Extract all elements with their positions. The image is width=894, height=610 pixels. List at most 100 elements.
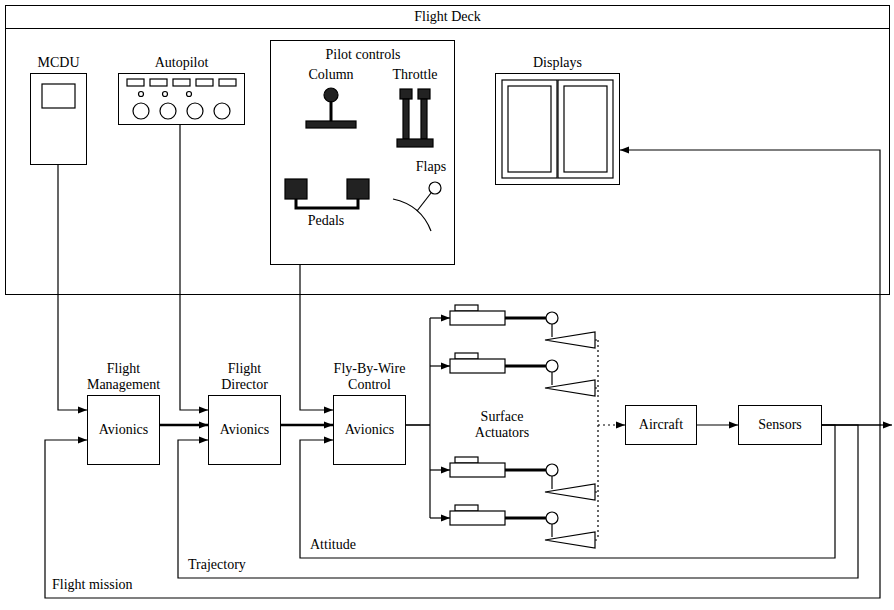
control-label: Pedals (308, 213, 345, 229)
actuator-rod (505, 365, 546, 368)
connector-line (598, 424, 625, 425)
signal-label: Trajectory (186, 557, 248, 573)
mode-button (219, 79, 236, 86)
group-heading: Pilot controls (325, 47, 400, 63)
branch-arrow (430, 469, 450, 470)
actuator-cylinder (450, 311, 505, 325)
screen-area (564, 86, 607, 172)
box-label: Sensors (758, 417, 802, 433)
surface-link-dotted (597, 340, 598, 540)
block-heading: Flight Director (205, 361, 285, 393)
flap-gate (393, 199, 431, 231)
knob (187, 103, 203, 119)
disp-icon (496, 74, 621, 186)
throttle-lever (400, 89, 412, 99)
display-screen (558, 80, 613, 178)
valve-block (455, 353, 478, 359)
device-label: Displays (533, 55, 582, 71)
valve-block (455, 457, 478, 463)
displays-panel: Displays (495, 73, 620, 185)
surface-actuators (406, 305, 892, 548)
connector-line (45, 425, 880, 598)
connector-line (180, 125, 208, 410)
block-heading: Flight Management (76, 361, 171, 393)
box-label: Aircraft (639, 417, 683, 433)
connector (697, 425, 738, 426)
control-surface (545, 332, 595, 348)
box-label: Avionics (220, 422, 270, 438)
connector (281, 425, 333, 426)
screen-area (508, 86, 551, 172)
connector (180, 125, 208, 410)
surface-link-dotted (595, 491, 598, 492)
actuator-rod (505, 469, 546, 472)
horn-link (551, 524, 552, 537)
branch-arrow (430, 317, 450, 318)
process-box: Sensors (738, 405, 822, 445)
hinge-joint (546, 360, 558, 372)
throttle-base (397, 139, 433, 147)
mode-button (196, 79, 213, 86)
surface-link-dotted (595, 339, 598, 340)
throttle-lever (418, 89, 430, 99)
signal-label: Attitude (308, 537, 358, 553)
pedal-bar (296, 199, 358, 208)
connector (620, 150, 880, 425)
knob (214, 103, 230, 119)
throttle-lever (403, 99, 409, 139)
screen (42, 84, 75, 108)
actuator-cylinder (450, 359, 505, 373)
knob (160, 103, 176, 119)
column-base (306, 121, 356, 128)
indicator (163, 92, 168, 97)
mcdu-icon (31, 74, 88, 166)
avionics-box: Fly-By-Wire ControlAvionics (333, 395, 406, 465)
signal-label: Flight mission (50, 577, 135, 593)
display-screen (502, 80, 557, 178)
branch-arrow (430, 517, 450, 518)
panel-title: Flight Deck (6, 6, 889, 29)
branch-arrow (430, 365, 450, 366)
throttle-lever (421, 99, 427, 139)
horn-link (551, 476, 552, 489)
connector (178, 425, 858, 578)
block-heading: Fly-By-Wire Control (325, 361, 415, 393)
actuator-cylinder (450, 463, 505, 477)
column-grip (324, 88, 338, 102)
connector-line (697, 424, 738, 425)
flight-deck-panel: Flight DeckMCDU Autopilot Pilot controlsCo… (5, 5, 890, 295)
box-label: Avionics (345, 422, 395, 438)
avionics-box: Flight DirectorAvionics (208, 395, 281, 465)
connector-line (406, 424, 430, 425)
connector (58, 165, 87, 410)
part-label: Surface Actuators (462, 409, 542, 441)
indicator (187, 92, 192, 97)
connector-line (178, 425, 858, 578)
output-arrow (880, 424, 892, 425)
device-label: MCDU (37, 55, 79, 71)
connector-line (300, 265, 333, 410)
actuator-cylinder (450, 511, 505, 525)
horn-link (551, 324, 552, 337)
mode-button (173, 79, 190, 86)
hinge-joint (546, 464, 558, 476)
ap-icon (119, 74, 246, 126)
connector-line (58, 165, 87, 410)
surface-link-dotted (595, 387, 598, 388)
control-label: Throttle (392, 67, 437, 83)
pedal (285, 179, 307, 199)
actuator-rod (505, 317, 546, 320)
hinge-joint (546, 312, 558, 324)
connector-line (281, 424, 333, 426)
process-box: Aircraft (625, 405, 697, 445)
control-surface (545, 532, 595, 548)
device-label: Autopilot (155, 55, 209, 71)
surface-link-dotted (595, 539, 598, 540)
indicator (139, 92, 144, 97)
pilot-controls-box: Pilot controlsColumnThrottleFlapsPedals (270, 40, 455, 265)
mcdu-unit: MCDU (30, 73, 87, 165)
pedal (347, 179, 369, 199)
